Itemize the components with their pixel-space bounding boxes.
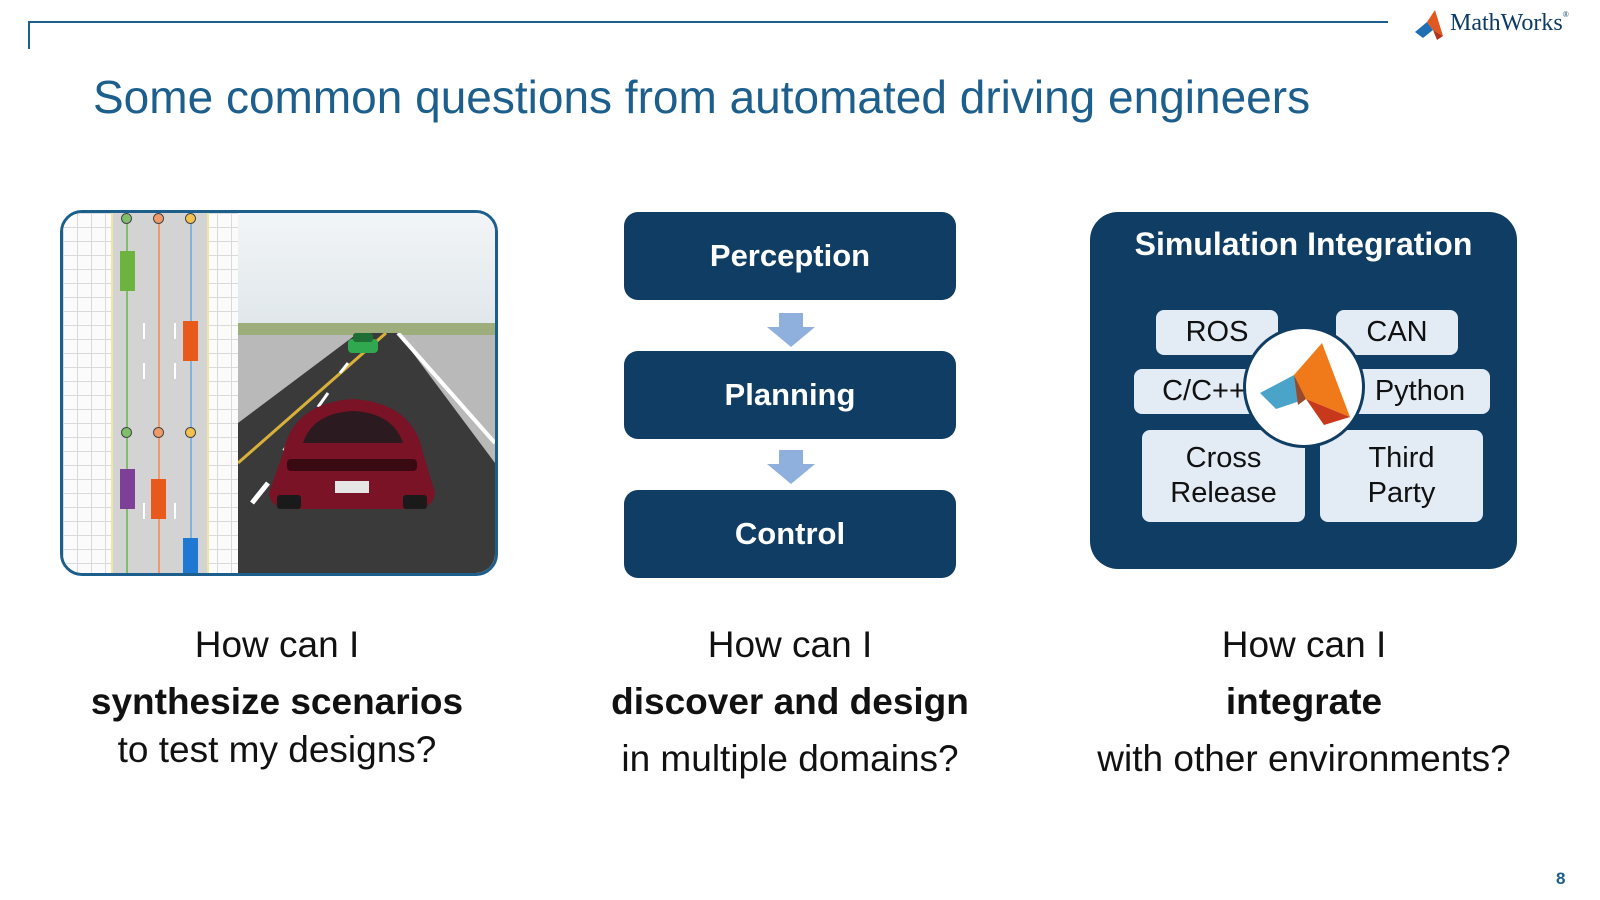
matlab-membrane-icon — [1260, 343, 1350, 425]
waypoint-dot — [185, 427, 196, 438]
lead-car-icon — [348, 333, 378, 353]
integration-item-can: CAN — [1336, 310, 1458, 355]
caption-line3-right: with other environments? — [1097, 738, 1511, 779]
caption-emphasis-middle: discover and design — [560, 681, 1020, 723]
caption-line1-left: How can I — [194, 624, 360, 665]
road-edge-left — [111, 213, 113, 573]
matlab-hub — [1243, 326, 1365, 448]
scenario-image — [60, 210, 498, 576]
page-number: 8 — [1556, 869, 1566, 888]
integration-item-python: Python — [1350, 369, 1490, 414]
lane-dash — [174, 363, 176, 379]
integration-item-cross-release: Cross Release — [1142, 430, 1305, 522]
flow-step-control: Control — [624, 490, 956, 578]
down-arrow-icon — [767, 450, 815, 484]
caption-emphasis-left: synthesize scenarios — [47, 681, 507, 723]
integration-item-third-party: Third Party — [1320, 430, 1483, 522]
waypoint-dot — [121, 427, 132, 438]
caption-line1-right: How can I — [1221, 624, 1387, 665]
vehicle-marker — [183, 321, 198, 361]
path-blue — [190, 213, 192, 573]
header-rule-tick — [28, 21, 30, 49]
caption-line1-middle: How can I — [707, 624, 873, 665]
down-arrow-icon — [767, 313, 815, 347]
caption-emphasis-text: synthesize scenarios — [90, 681, 464, 722]
lane-dash — [174, 323, 176, 339]
lane-dash — [143, 503, 145, 519]
lane-dash — [143, 363, 145, 379]
road-edge-right — [207, 213, 209, 573]
caption-emphasis-text: discover and design — [611, 681, 969, 722]
path-orange — [158, 213, 160, 573]
flow-step-planning: Planning — [624, 351, 956, 439]
vehicle-marker — [120, 469, 135, 509]
caption-emphasis-right: integrate — [1074, 681, 1534, 723]
caption-line3-middle: in multiple domains? — [621, 738, 959, 779]
simulation-integration-title: Simulation Integration — [1134, 226, 1473, 262]
logo-trademark: ® — [1562, 10, 1569, 19]
waypoint-dot — [185, 213, 196, 224]
ego-car-icon — [269, 399, 435, 509]
vehicle-marker — [120, 251, 135, 291]
vehicle-marker — [151, 479, 166, 519]
vehicle-marker — [183, 538, 198, 573]
path-green — [126, 213, 128, 573]
lane-dash — [143, 323, 145, 339]
slide-title: Some common questions from automated dri… — [93, 71, 1311, 123]
caption-emphasis-text: integrate — [1225, 681, 1383, 722]
header-rule — [28, 21, 1388, 23]
waypoint-dot — [153, 213, 164, 224]
logo-wordmark: MathWorks® — [1450, 10, 1569, 36]
scene-sky — [238, 213, 495, 333]
mathworks-logo-icon — [1415, 10, 1443, 40]
waypoint-dot — [121, 213, 132, 224]
waypoint-dot — [153, 427, 164, 438]
caption-line3-left: to test my designs? — [117, 729, 437, 770]
flow-step-perception: Perception — [624, 212, 956, 300]
lane-dash — [174, 503, 176, 519]
